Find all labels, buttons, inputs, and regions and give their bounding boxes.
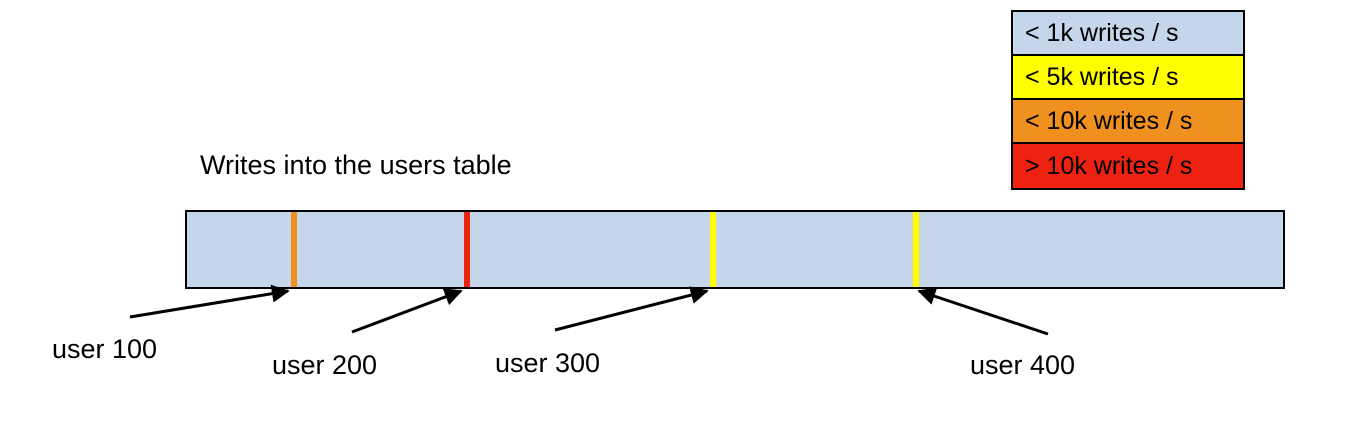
legend-row-under-10k: < 10k writes / s xyxy=(1013,100,1243,144)
arrow-user-300 xyxy=(554,286,709,332)
marker-user-300 xyxy=(710,212,716,287)
chart-title: Writes into the users table xyxy=(200,150,512,180)
legend-label-under-5k: < 5k writes / s xyxy=(1025,62,1179,91)
legend-row-over-10k: > 10k writes / s xyxy=(1013,144,1243,188)
arrow-user-200 xyxy=(351,288,463,334)
users-table-bar xyxy=(185,210,1285,289)
marker-user-400 xyxy=(913,212,919,287)
legend-row-under-1k: < 1k writes / s xyxy=(1013,12,1243,56)
legend-row-under-5k: < 5k writes / s xyxy=(1013,56,1243,100)
legend-label-under-10k: < 10k writes / s xyxy=(1025,106,1193,135)
arrow-user-100 xyxy=(129,284,290,319)
legend: < 1k writes / s < 5k writes / s < 10k wr… xyxy=(1011,10,1245,190)
callout-label-user-200: user 200 xyxy=(272,350,378,380)
marker-user-100 xyxy=(291,212,297,287)
legend-label-under-1k: < 1k writes / s xyxy=(1025,18,1179,47)
callout-label-user-300: user 300 xyxy=(495,348,601,378)
arrow-user-400 xyxy=(917,287,1049,336)
legend-label-over-10k: > 10k writes / s xyxy=(1025,151,1193,180)
marker-user-200 xyxy=(464,212,470,287)
callout-label-user-100: user 100 xyxy=(52,334,158,364)
callout-label-user-400: user 400 xyxy=(970,350,1076,380)
